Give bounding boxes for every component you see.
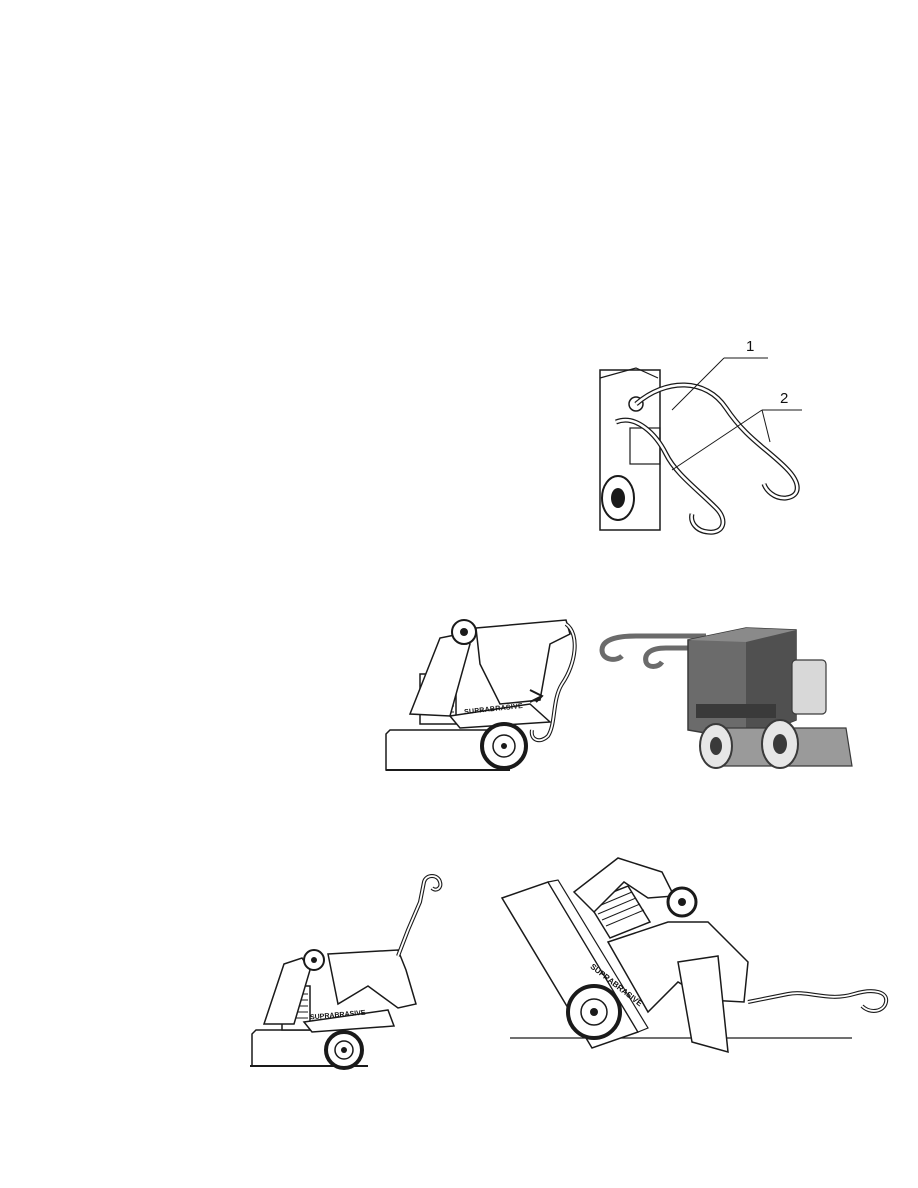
handle-detail-drawing (596, 338, 826, 538)
3d-view-drawing (596, 600, 856, 772)
side-view-drawing (380, 604, 590, 776)
callout-label-2: 2 (780, 390, 788, 407)
side-view-figure: SUPRABRASIVE (380, 604, 590, 776)
tilted-view-figure: SUPRABRASIVE (498, 852, 890, 1064)
folded-view-drawing (248, 874, 460, 1070)
handle-detail-figure: 1 2 (596, 338, 826, 538)
callout-label-1: 1 (746, 338, 754, 355)
folded-view-figure: SUPRABRASIVE (248, 874, 460, 1070)
3d-view-figure (596, 600, 856, 772)
tilted-view-drawing (498, 852, 890, 1064)
